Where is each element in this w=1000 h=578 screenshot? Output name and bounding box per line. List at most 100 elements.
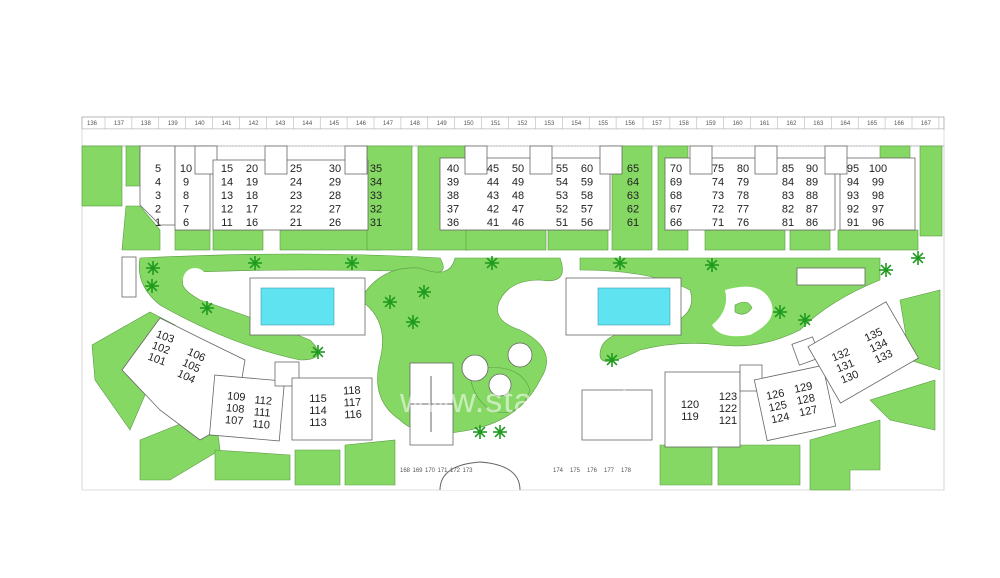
parking-space-label: 155 [598,121,609,127]
unit-number: 127 [798,404,818,420]
parking-space-label: 161 [759,121,770,127]
unit-number: 116 [344,409,362,422]
unit-number: 74 [712,177,724,189]
unit-number: 107 [225,414,244,428]
parking-space-label: 156 [625,121,636,127]
unit-number: 94 [847,177,859,189]
parking-space-label: 167 [921,121,932,127]
palm-tree-icon [345,256,359,270]
unit-number: 97 [872,204,884,216]
parking-space-label: 160 [733,121,744,127]
unit-number: 35 [370,163,382,175]
parking-space-label: 142 [248,121,259,127]
palm-tree-icon [773,305,787,319]
unit-number: 89 [806,177,818,189]
unit-number: 77 [737,204,749,216]
parking-space-label: 150 [464,121,475,127]
palm-tree-icon [146,261,160,275]
parking-space-label: 173 [462,468,473,474]
unit-number: 76 [737,217,749,229]
unit-number: 108 [226,402,245,416]
unit-number: 7 [183,204,189,216]
unit-number: 64 [627,177,639,189]
watermark-logo: www.statecosta [399,382,650,420]
unit-number: 3 [155,190,161,202]
unit-number: 59 [581,177,593,189]
unit-number: 50 [512,163,524,175]
unit-number: 78 [737,190,749,202]
unit-number: 14 [221,177,233,189]
unit-number: 92 [847,204,859,216]
unit-number: 85 [782,163,794,175]
palm-trees [145,251,925,439]
palm-tree-icon [879,263,893,277]
unit-number: 33 [370,190,382,202]
unit-number: 120 [681,399,699,411]
unit-number: 51 [556,217,568,229]
parking-space-label: 159 [706,121,717,127]
parking-space-label: 174 [553,468,564,474]
unit-number: 114 [309,405,327,417]
unit-number: 66 [670,217,682,229]
unit-number: 45 [487,163,499,175]
unit-number: 73 [712,190,724,202]
unit-number: 113 [309,417,327,429]
unit-number: 63 [627,190,639,202]
pool-right [565,277,682,336]
unit-number: 19 [246,177,258,189]
parking-space-label: 162 [786,121,797,127]
unit-number: 117 [343,397,361,410]
parking-space-label: 153 [544,121,555,127]
unit-number: 17 [246,204,258,216]
unit-number: 93 [847,190,859,202]
parking-space-label: 169 [412,468,423,474]
unit-number: 101 [146,351,167,369]
unit-number: 68 [670,190,682,202]
palm-tree-icon [417,285,431,299]
unit-number: 32 [370,204,382,216]
unit-number: 126 [765,387,785,403]
unit-number: 49 [512,177,524,189]
unit-number: 111 [253,406,271,419]
unit-number: 65 [627,163,639,175]
parking-space-label: 143 [275,121,286,127]
unit-number: 118 [343,385,361,398]
unit-number: 43 [487,190,499,202]
unit-number: 122 [719,403,737,415]
palm-tree-icon [311,345,325,359]
palm-tree-icon [383,295,397,309]
parking-space-label: 157 [652,121,663,127]
unit-number: 70 [670,163,682,175]
unit-number: 22 [290,204,302,216]
unit-number: 6 [183,217,189,229]
unit-number: 100 [869,163,887,175]
unit-number: 109 [227,390,246,404]
unit-number: 42 [487,204,499,216]
unit-number: 87 [806,204,818,216]
unit-number: 72 [712,204,724,216]
unit-number: 112 [254,394,273,407]
unit-number: 24 [290,177,302,189]
unit-number: 57 [581,204,593,216]
palm-tree-icon [145,279,159,293]
parking-space-label: 138 [141,121,152,127]
unit-number: 55 [556,163,568,175]
unit-number: 81 [782,217,794,229]
parking-space-label: 163 [813,121,824,127]
unit-number: 10 [180,163,192,175]
palm-tree-icon [406,315,420,329]
parking-space-label: 171 [437,468,448,474]
parking-space-label: 152 [517,121,528,127]
parking-space-label: 148 [410,121,421,127]
buildings-bottom [121,301,920,448]
unit-number: 39 [447,177,459,189]
unit-number: 31 [370,217,382,229]
parking-space-label: 141 [221,121,232,127]
parking-space-label: 170 [425,468,436,474]
unit-number: 121 [719,415,737,427]
parking-space-label: 172 [450,468,461,474]
unit-number: 115 [309,393,327,405]
unit-number: 53 [556,190,568,202]
unit-number: 58 [581,190,593,202]
parking-space-label: 165 [867,121,878,127]
